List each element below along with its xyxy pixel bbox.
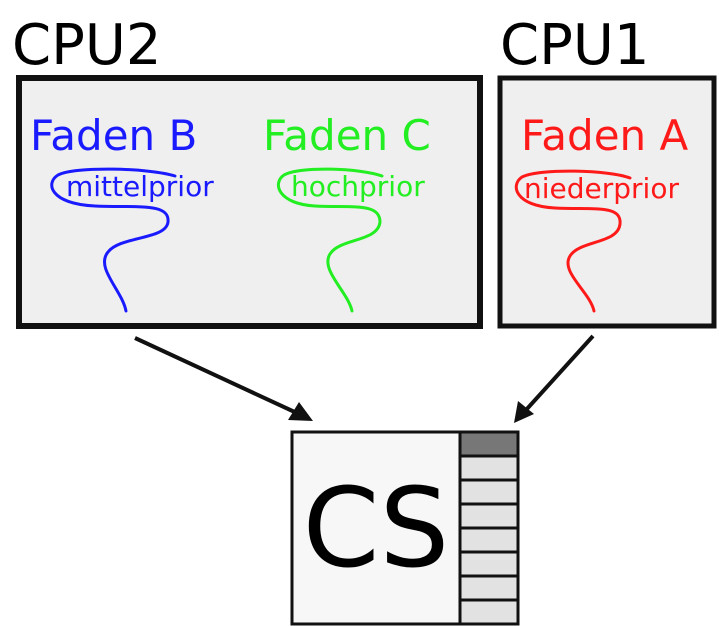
queue-slot xyxy=(458,454,520,482)
thread-c-name: Faden C xyxy=(263,111,431,160)
queue-slot xyxy=(458,550,520,578)
thread-c-squiggle xyxy=(276,167,384,313)
queue-slot xyxy=(458,574,520,602)
cpu2-title: CPU2 xyxy=(12,13,162,78)
cpu2-to-cs-arrow xyxy=(134,336,300,416)
queue-slot-occupied xyxy=(458,430,520,458)
thread-a-squiggle xyxy=(514,169,632,313)
queue-slot xyxy=(458,502,520,530)
queue-slot xyxy=(458,478,520,506)
thread-b-name: Faden B xyxy=(30,111,197,160)
thread-a-priority: niederprior xyxy=(524,172,679,205)
queue-slot xyxy=(458,526,520,554)
thread-b-squiggle xyxy=(50,167,177,313)
cpu2-arrowhead xyxy=(288,402,313,421)
cpu1-arrowhead xyxy=(514,401,534,423)
cpu1-title: CPU1 xyxy=(500,13,650,78)
queue-slot xyxy=(458,598,520,626)
thread-a-name: Faden A xyxy=(521,111,689,160)
critical-section-queue xyxy=(458,430,520,626)
cpu1-panel xyxy=(497,75,717,329)
thread-b-priority: mittelprior xyxy=(66,170,214,203)
critical-section-box xyxy=(290,430,462,626)
critical-section-label: CS xyxy=(303,464,450,592)
cpu1-to-cs-arrow xyxy=(524,334,595,412)
thread-c-priority: hochprior xyxy=(291,170,425,203)
cpu2-panel xyxy=(16,75,483,329)
